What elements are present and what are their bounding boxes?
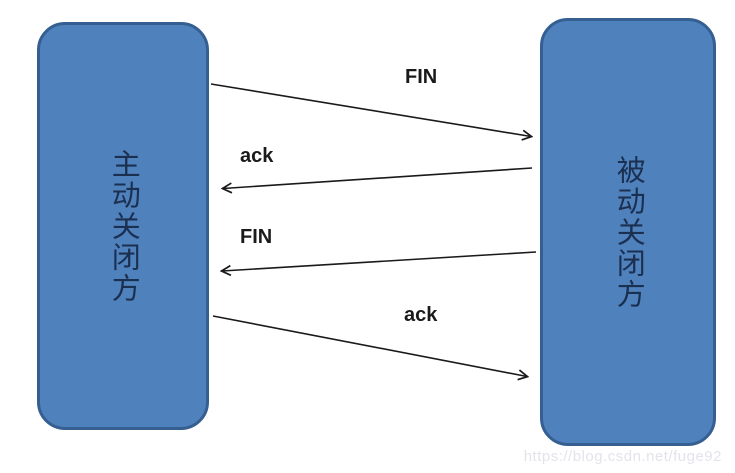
active-closer-box: 主动关闭方 <box>37 22 209 430</box>
ack-arrow-2-label: ack <box>404 304 438 326</box>
fin-arrow-1 <box>210 83 531 137</box>
active-closer-label: 主动关闭方 <box>107 148 140 304</box>
passive-closer-box: 被动关闭方 <box>540 18 716 446</box>
watermark-text: https://blog.csdn.net/fuge92 <box>523 448 722 465</box>
passive-closer-label: 被动关闭方 <box>612 154 645 310</box>
ack-arrow-1 <box>223 167 533 189</box>
fin-arrow-1-label: FIN <box>405 66 438 88</box>
fin-arrow-2 <box>222 251 537 271</box>
fin-arrow-2-label: FIN <box>240 226 273 248</box>
ack-arrow-1-label: ack <box>240 145 274 167</box>
ack-arrow-2 <box>212 315 527 377</box>
